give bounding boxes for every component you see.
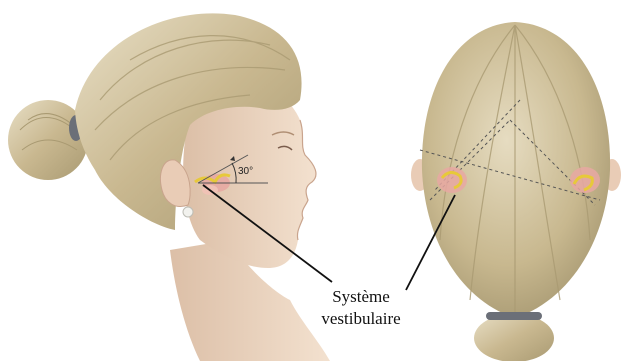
earring-icon: [183, 207, 193, 217]
vestibular-system-caption: Système vestibulaire: [300, 286, 422, 330]
top-left-vestibular-organ: [437, 167, 467, 193]
top-view-head: [411, 22, 621, 361]
caption-line-2: vestibulaire: [300, 308, 422, 330]
top-right-vestibular-organ: [570, 167, 600, 193]
angle-label: 30°: [238, 166, 253, 177]
caption-line-1: Système: [300, 286, 422, 308]
hair-tie-icon: [486, 312, 542, 320]
top-hair-bun: [474, 314, 554, 361]
side-view-head: 30°: [8, 13, 330, 361]
